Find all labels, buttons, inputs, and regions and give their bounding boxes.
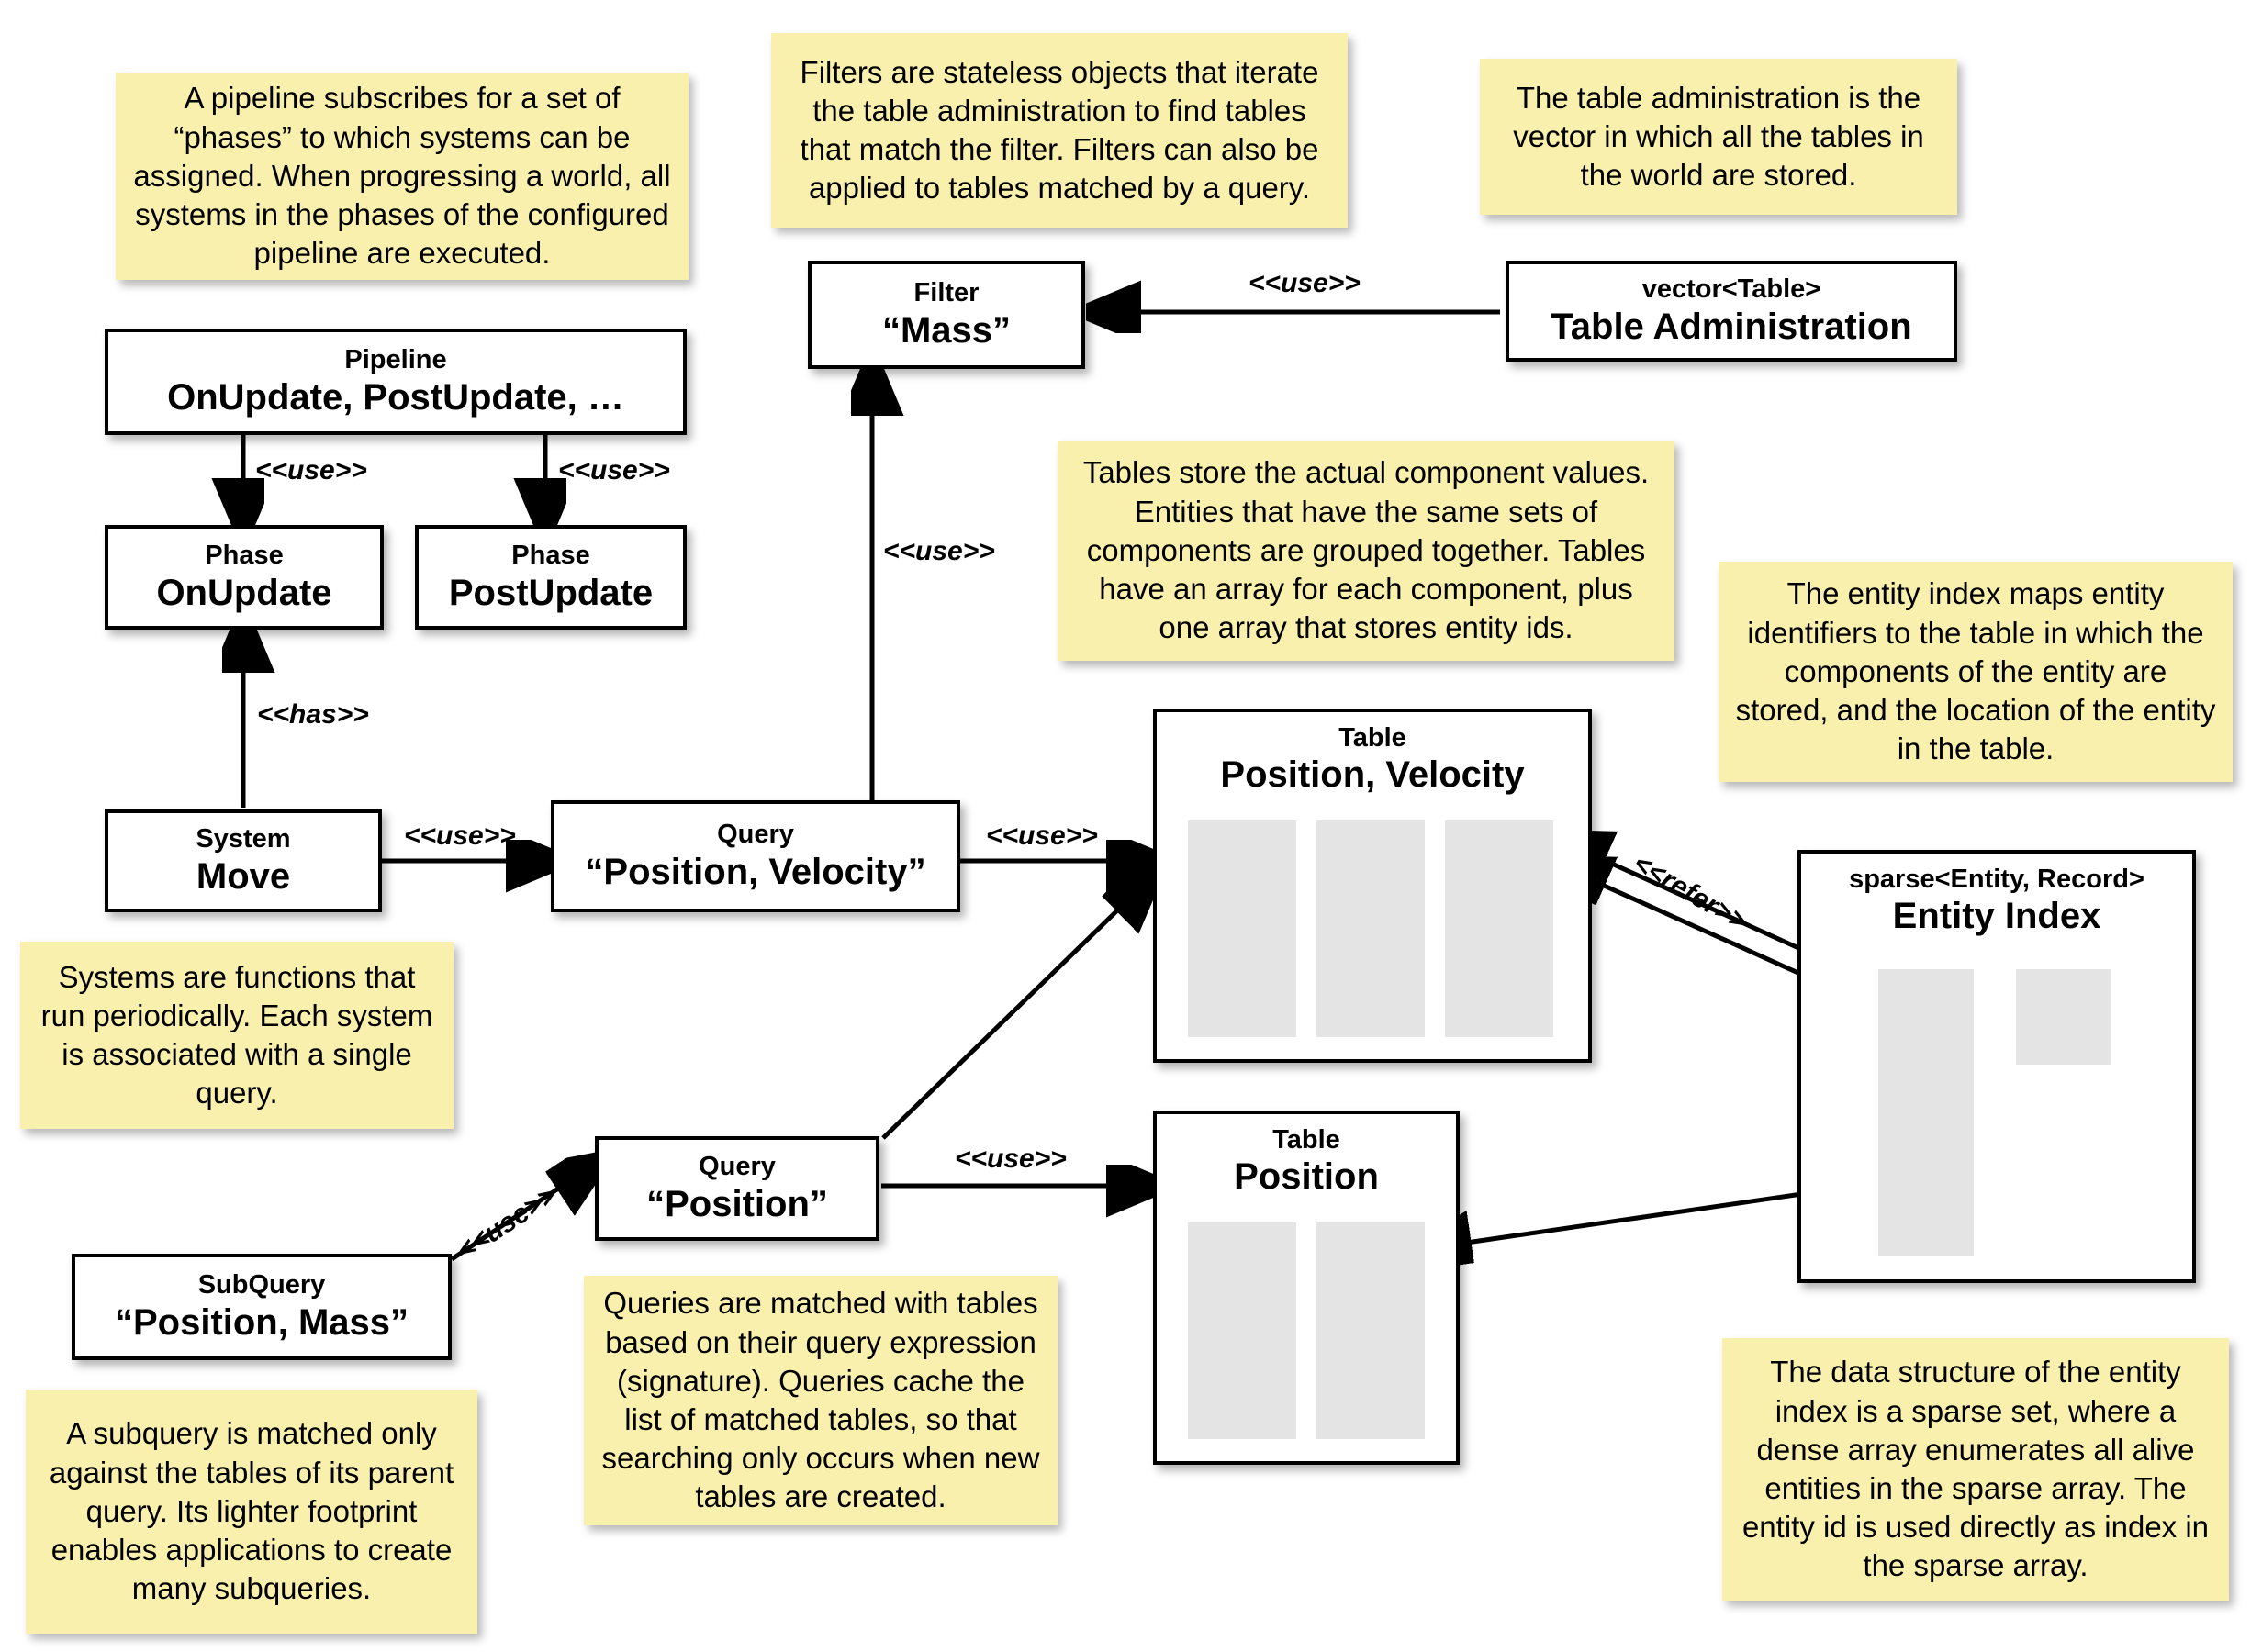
box-filter-mass-title: “Mass” [881, 309, 1012, 351]
box-phase-onupdate[interactable]: Phase OnUpdate [105, 525, 384, 630]
table-posvel-arrays [1188, 820, 1564, 1037]
edge-label-system-query: <<use>> [404, 820, 516, 851]
box-subquery-position-mass-stereotype: SubQuery [197, 1270, 326, 1300]
note-table-admin: The table administration is the vector i… [1480, 59, 1957, 215]
box-query-position-title: “Position” [646, 1183, 828, 1224]
note-systems: Systems are functions that run periodica… [20, 942, 454, 1129]
edge-label-querypos-table: <<use>> [955, 1144, 1067, 1174]
box-query-position[interactable]: Query “Position” [595, 1136, 879, 1241]
component-array [1188, 820, 1296, 1037]
box-phase-postupdate-title: PostUpdate [448, 572, 654, 613]
edge-label-admin-filter: <<use>> [1249, 268, 1361, 298]
box-table-position-velocity-title: Position, Velocity [1220, 754, 1525, 796]
box-query-position-velocity-title: “Position, Velocity” [585, 851, 926, 892]
note-filter: Filters are stateless objects that itera… [771, 33, 1348, 228]
note-sparse-set: The data structure of the entity index i… [1722, 1338, 2229, 1601]
box-phase-onupdate-title: OnUpdate [156, 572, 332, 613]
box-entity-index[interactable]: sparse<Entity, Record> Entity Index [1797, 850, 2196, 1283]
box-system-move-stereotype: System [196, 824, 291, 854]
edge-label-pipeline-postupdate: <<use>> [558, 455, 670, 486]
component-array [1316, 820, 1425, 1037]
box-table-administration[interactable]: vector<Table> Table Administration [1506, 261, 1957, 362]
box-phase-onupdate-stereotype: Phase [205, 541, 284, 571]
box-subquery-position-mass-title: “Position, Mass” [114, 1301, 409, 1343]
box-entity-index-title: Entity Index [1892, 896, 2101, 937]
sparse-array [1878, 969, 1974, 1256]
box-query-position-stereotype: Query [699, 1152, 776, 1182]
box-pipeline[interactable]: Pipeline OnUpdate, PostUpdate, … [105, 329, 687, 435]
edge-querypos-to-table-posvel [881, 881, 1148, 1140]
box-phase-postupdate-stereotype: Phase [511, 541, 590, 571]
note-queries: Queries are matched with tables based on… [584, 1276, 1058, 1525]
box-entity-index-stereotype: sparse<Entity, Record> [1849, 865, 2144, 894]
note-tables: Tables store the actual component values… [1058, 441, 1674, 661]
table-pos-arrays [1188, 1222, 1432, 1439]
box-query-position-velocity-stereotype: Query [717, 820, 794, 850]
box-filter-mass-stereotype: Filter [913, 278, 980, 308]
box-system-move-title: Move [196, 855, 291, 897]
edge-label-subquery-query: <<use>> [452, 1179, 563, 1267]
note-subquery: A subquery is matched only against the t… [26, 1390, 477, 1634]
note-entity-index: The entity index maps entity identifiers… [1719, 562, 2233, 782]
box-pipeline-title: OnUpdate, PostUpdate, … [167, 376, 624, 418]
box-query-position-velocity[interactable]: Query “Position, Velocity” [551, 800, 960, 912]
box-system-move[interactable]: System Move [105, 809, 382, 912]
component-array [1188, 1222, 1296, 1439]
edge-label-system-phase: <<has>> [257, 699, 369, 730]
box-table-position[interactable]: Table Position [1153, 1111, 1460, 1465]
box-table-position-stereotype: Table [1272, 1125, 1340, 1155]
box-filter-mass[interactable]: Filter “Mass” [808, 261, 1085, 369]
box-phase-postupdate[interactable]: Phase PostUpdate [415, 525, 687, 630]
edge-label-pipeline-onupdate: <<use>> [255, 455, 367, 486]
box-table-position-velocity-stereotype: Table [1338, 723, 1406, 753]
entity-id-array [1316, 1222, 1425, 1439]
note-pipeline: A pipeline subscribes for a set of “phas… [116, 73, 689, 280]
edge-label-index-refer: <<refer>> [1628, 848, 1752, 937]
box-table-administration-title: Table Administration [1551, 306, 1912, 347]
box-pipeline-stereotype: Pipeline [344, 345, 447, 375]
edge-label-query-table: <<use>> [986, 820, 1098, 851]
edge-label-query-filter: <<use>> [883, 536, 995, 566]
box-subquery-position-mass[interactable]: SubQuery “Position, Mass” [72, 1254, 452, 1360]
box-table-position-title: Position [1234, 1156, 1379, 1198]
box-table-position-velocity[interactable]: Table Position, Velocity [1153, 709, 1592, 1063]
entity-id-array [1445, 820, 1553, 1037]
box-table-administration-stereotype: vector<Table> [1641, 274, 1821, 305]
dense-array [2016, 969, 2111, 1065]
